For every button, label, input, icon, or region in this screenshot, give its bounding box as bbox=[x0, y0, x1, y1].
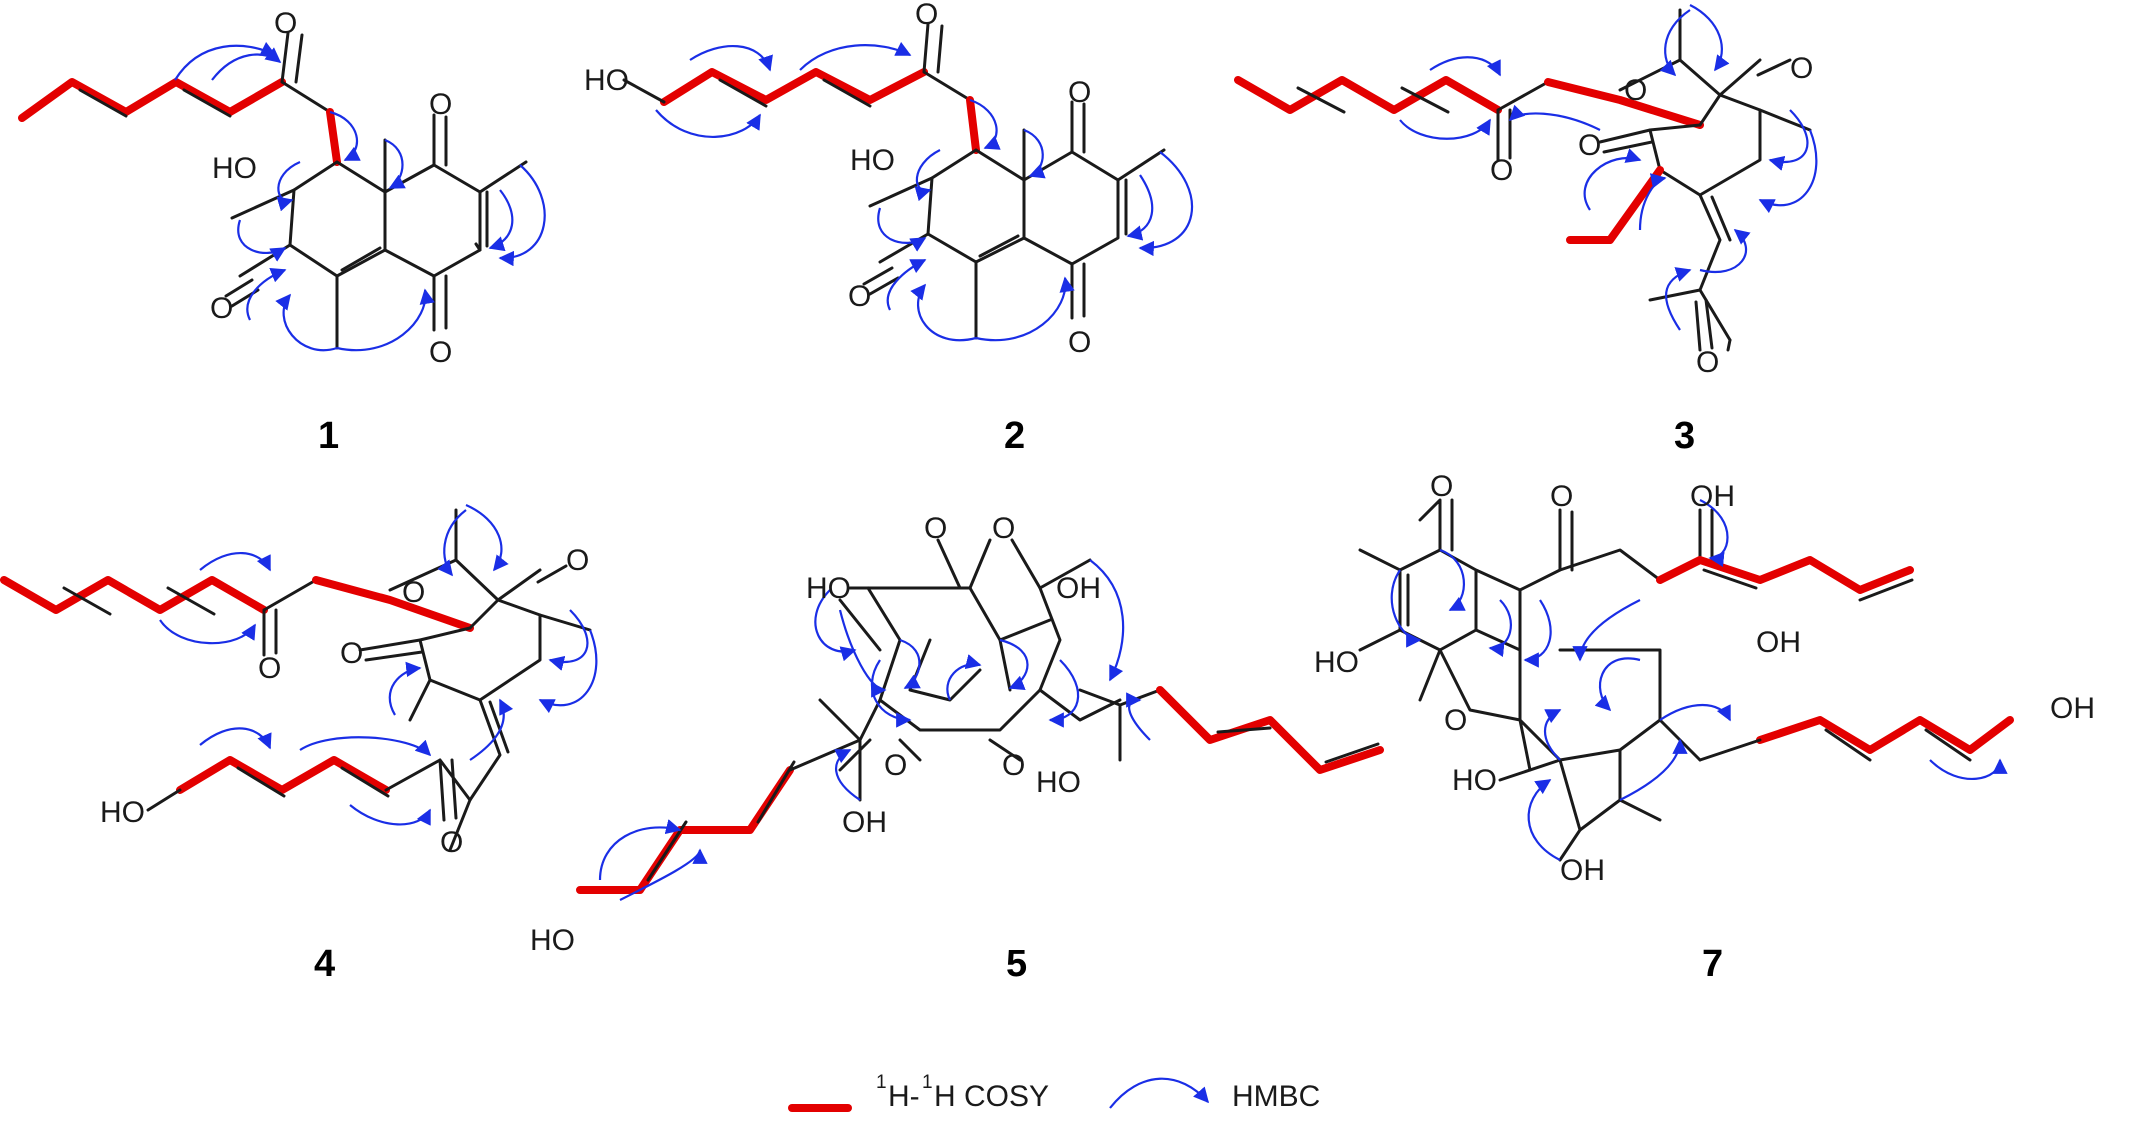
c2-o-top: O bbox=[915, 0, 938, 31]
compound-7-structure: O OH O OH HO O HO OH OH 7 bbox=[1314, 470, 2095, 985]
c3-o-ring: O bbox=[1624, 74, 1647, 107]
legend: 1 H- 1 H COSY HMBC bbox=[788, 1072, 1320, 1113]
c1-o-ring-bottom: O bbox=[429, 336, 452, 369]
legend-cosy-mid: H- bbox=[888, 1080, 920, 1113]
compound-1-label: 1 bbox=[318, 415, 339, 457]
compound-1-bonds bbox=[18, 31, 528, 350]
compound-7-label: 7 bbox=[1702, 943, 1723, 985]
c7-o-ketone: O bbox=[1550, 480, 1573, 513]
c1-o-top: O bbox=[274, 7, 297, 40]
c5-ho-enol: HO bbox=[1036, 766, 1081, 799]
compound-7-hmbc bbox=[1390, 499, 2008, 861]
c7-o-top: O bbox=[1430, 470, 1453, 503]
c1-o-left: O bbox=[210, 292, 233, 325]
compound-4-label: 4 bbox=[314, 943, 335, 985]
legend-hmbc-label: HMBC bbox=[1232, 1080, 1320, 1113]
legend-cosy-sup-b: 1 bbox=[922, 1072, 933, 1093]
c5-ho-chain: HO bbox=[530, 924, 575, 957]
compound-5-hmbc bbox=[598, 559, 1151, 901]
c3-o-chain: O bbox=[1490, 154, 1513, 187]
compound-4-structure: O O O O O HO 4 bbox=[0, 503, 598, 985]
compound-3-structure: O O O O O 3 bbox=[1234, 4, 1818, 457]
c5-ho-left: HO bbox=[806, 572, 851, 605]
compound-2-bonds bbox=[622, 22, 1166, 340]
c7-o-furan: O bbox=[1444, 704, 1467, 737]
c4-ho-chain: HO bbox=[100, 796, 145, 829]
compound-2-hmbc bbox=[655, 41, 1194, 342]
c5-o-bridge-left: O bbox=[924, 512, 947, 545]
c4-o-lactone: O bbox=[340, 637, 363, 670]
c1-ho: HO bbox=[212, 152, 257, 185]
compound-5-label: 5 bbox=[1006, 943, 1027, 985]
c3-o-ketone: O bbox=[1790, 52, 1813, 85]
compound-1-hmbc bbox=[174, 41, 546, 352]
compound-1-structure: O O O O HO 1 bbox=[18, 7, 546, 457]
c5-o-center-right: O bbox=[1002, 749, 1025, 782]
c7-oh-enol: OH bbox=[1756, 626, 1801, 659]
compound-4-hmbc bbox=[159, 503, 598, 826]
c7-ho-ring: HO bbox=[1314, 646, 1359, 679]
compound-7-bonds bbox=[1358, 498, 2014, 862]
compound-5-structure: O O HO OH O O HO OH HO 5 bbox=[530, 512, 1384, 985]
c4-o-bottom: O bbox=[440, 826, 463, 859]
compound-3-bonds bbox=[1234, 8, 1812, 352]
c5-o-bridge-right: O bbox=[992, 512, 1015, 545]
compound-3-label: 3 bbox=[1674, 415, 1695, 457]
c4-o-ring: O bbox=[402, 576, 425, 609]
compound-2-label: 2 bbox=[1004, 415, 1025, 457]
compound-2-structure: HO O O O O HO 2 bbox=[584, 0, 1194, 457]
c5-o-center-left: O bbox=[884, 749, 907, 782]
c1-o-ring-top: O bbox=[429, 88, 452, 121]
legend-hmbc-arrow bbox=[1109, 1077, 1210, 1109]
c2-o-ring-bottom: O bbox=[1068, 326, 1091, 359]
c7-oh-chain: OH bbox=[2050, 692, 2095, 725]
c3-o-lactone: O bbox=[1578, 129, 1601, 162]
c7-oh-top: OH bbox=[1690, 480, 1735, 513]
c7-oh-bottom: OH bbox=[1560, 854, 1605, 887]
c4-o-ketone: O bbox=[566, 544, 589, 577]
compound-5-bonds bbox=[576, 538, 1384, 894]
compound-3-hmbc bbox=[1399, 4, 1818, 331]
c5-oh-right: OH bbox=[1056, 572, 1101, 605]
c3-o-acetyl: O bbox=[1696, 346, 1719, 379]
c2-o-ring-top: O bbox=[1068, 76, 1091, 109]
legend-cosy-label: H COSY bbox=[934, 1080, 1049, 1113]
c2-o-left: O bbox=[848, 280, 871, 313]
c2-ho: HO bbox=[850, 144, 895, 177]
legend-cosy-sup-a: 1 bbox=[876, 1072, 887, 1093]
c7-ho-hemi: HO bbox=[1452, 764, 1497, 797]
c2-ho-chain: HO bbox=[584, 64, 629, 97]
compound-4-bonds bbox=[0, 508, 592, 852]
c5-oh-enol: OH bbox=[842, 806, 887, 839]
c4-o-chain: O bbox=[258, 652, 281, 685]
